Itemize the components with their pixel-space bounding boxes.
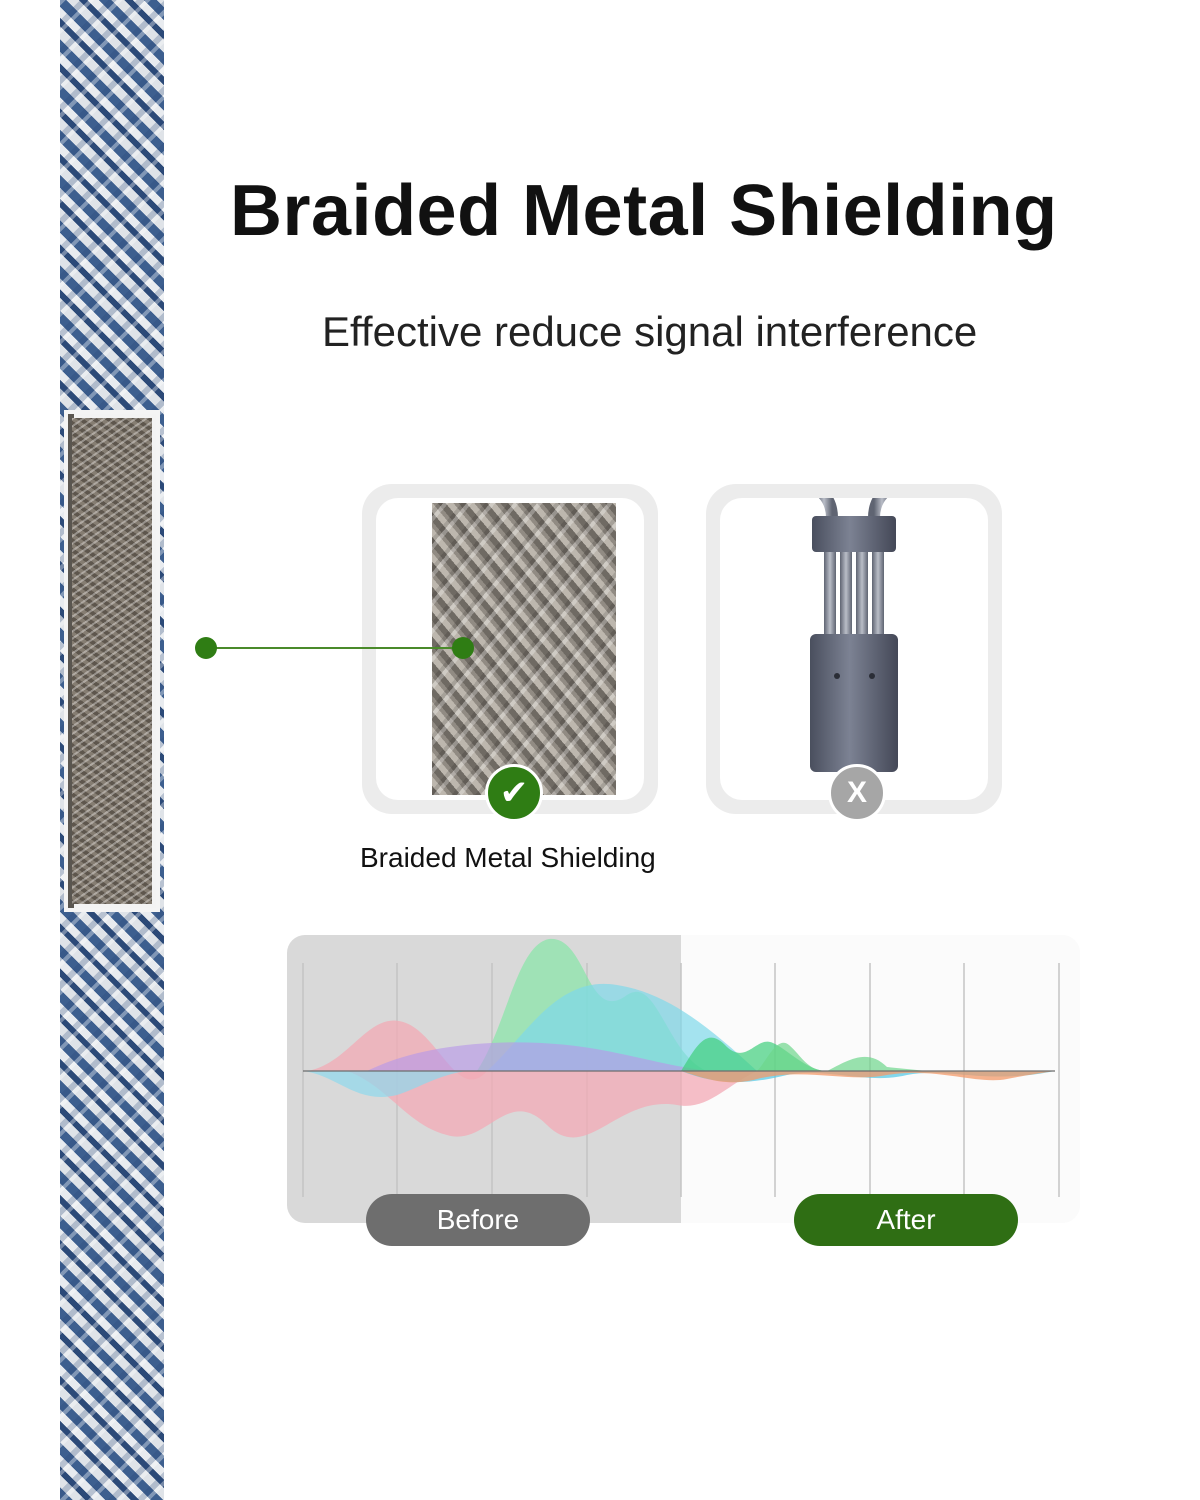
callout-dot-right	[452, 637, 474, 659]
shielding-caption: Braided Metal Shielding	[360, 842, 656, 873]
callout-dot-left	[195, 637, 217, 659]
callout-line	[206, 647, 464, 649]
signal-comparison-panel	[287, 935, 1080, 1223]
signal-waveform	[302, 938, 1060, 1197]
exposed-metal-braid	[64, 410, 160, 912]
page-title: Braided Metal Shielding	[230, 171, 1058, 251]
check-icon: ✔	[485, 764, 543, 822]
before-label: Before	[366, 1194, 590, 1246]
metal-braid-core	[72, 418, 152, 904]
braid-shadow	[68, 414, 74, 908]
page-subtitle: Effective reduce signal interference	[322, 308, 978, 355]
splitter-cable-illustration	[810, 498, 898, 772]
unshielded-cable-card-inner	[720, 498, 988, 800]
x-icon: X	[828, 764, 886, 822]
shielded-cable-card-inner	[376, 498, 644, 800]
after-label: After	[794, 1194, 1018, 1246]
unshielded-cable-card	[706, 484, 1002, 814]
